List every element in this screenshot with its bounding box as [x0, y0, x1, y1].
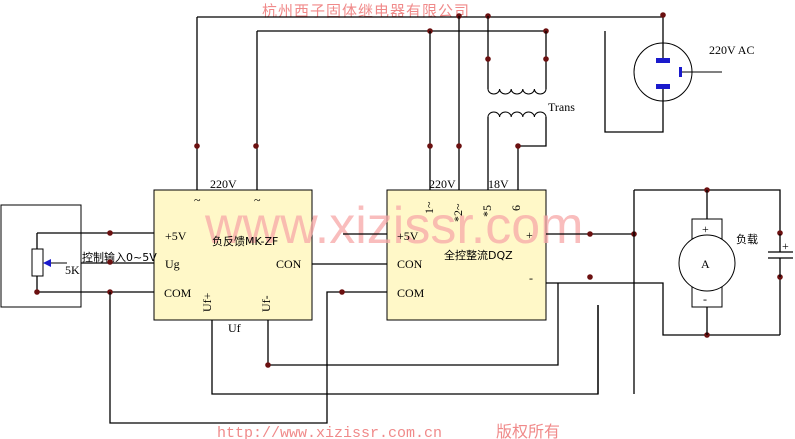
pot-value-label: 5K — [65, 263, 80, 277]
control-input-label: 控制输入0~5V — [82, 250, 157, 264]
junction-node — [587, 231, 593, 237]
transformer-label: Trans — [548, 100, 575, 114]
rectifier-module — [386, 189, 547, 321]
transformer-secondary-coil-icon — [487, 111, 547, 118]
rect-pin-con: CON — [397, 257, 423, 271]
fb-pin-ug: Ug — [165, 257, 180, 271]
fb-module-name: 负反馈MK-ZF — [212, 234, 278, 248]
com-loop-wire — [109, 291, 387, 424]
footer-url-watermark: http://www.xizissr.com.cn — [217, 425, 442, 439]
transformer-primary-coil-icon — [487, 88, 547, 95]
rect-supply-label: 220V — [429, 177, 456, 191]
wiper-arrow-icon — [43, 259, 51, 267]
fb-pin-5v: +5V — [165, 229, 187, 243]
junction-node — [107, 259, 113, 265]
rect-pin-5v: +5V — [397, 229, 419, 243]
outlet-return-wire — [604, 31, 664, 133]
website-watermark: www.xizissr.com — [204, 197, 583, 255]
load-top-wire — [634, 189, 781, 234]
power-outlet-icon — [633, 42, 722, 102]
fb-pin-uf-plus: Uf+ — [200, 292, 214, 312]
junction-node — [587, 274, 593, 280]
rect-pin-minus: - — [529, 271, 533, 285]
junction-node — [456, 143, 462, 149]
rect-minus-wire — [546, 282, 780, 336]
junction-node — [194, 143, 200, 149]
fb-pin-con: CON — [276, 257, 302, 271]
rect-pin-5: *5 — [480, 205, 494, 217]
junction-node — [107, 230, 113, 236]
potentiometer-icon — [31, 248, 44, 277]
junction-node — [515, 143, 521, 149]
feedback-module — [153, 189, 313, 321]
junction-node — [485, 56, 491, 62]
dc-motor-icon — [678, 218, 736, 308]
junction-node — [543, 56, 549, 62]
outlet-label: 220V AC — [709, 43, 754, 57]
motor-plus: + — [702, 222, 709, 236]
load-label: 负载 — [736, 232, 758, 246]
capacitor-plus: + — [782, 239, 789, 253]
rect-pin-2: *2~ — [451, 203, 465, 222]
rect-pin-6: 6 — [509, 205, 523, 211]
trans-secondary-wire-right — [517, 117, 547, 192]
control-input-box — [0, 204, 82, 308]
rect-pin-1: 1~ — [422, 201, 436, 214]
fb-pin-com: COM — [164, 286, 192, 300]
fb-pin-uf-minus: Uf- — [259, 295, 273, 312]
motor-minus: - — [703, 292, 707, 306]
junction-node — [34, 289, 40, 295]
company-watermark: 杭州西子固体继电器有限公司 — [262, 2, 470, 20]
footer-rights-watermark: 版权所有 — [496, 422, 560, 439]
junction-node — [265, 362, 271, 368]
rect-low-label: 18V — [488, 177, 509, 191]
junction-node — [253, 143, 259, 149]
junction-node — [660, 12, 666, 18]
fb-uf-label: Uf — [228, 321, 241, 335]
motor-letter: A — [701, 257, 710, 271]
junction-node — [427, 143, 433, 149]
fb-tilde-2: ~ — [254, 193, 261, 207]
capacitor-icon — [768, 251, 793, 259]
uf-minus-wire — [267, 283, 559, 366]
junction-node — [777, 230, 783, 236]
rect-pin-com: COM — [397, 286, 425, 300]
fb-supply-label: 220V — [210, 177, 237, 191]
rect-pin-plus: + — [526, 228, 533, 242]
fb-tilde-1: ~ — [194, 193, 201, 207]
rect-module-name: 全控整流DQZ — [444, 248, 513, 262]
junction-node — [339, 289, 345, 295]
